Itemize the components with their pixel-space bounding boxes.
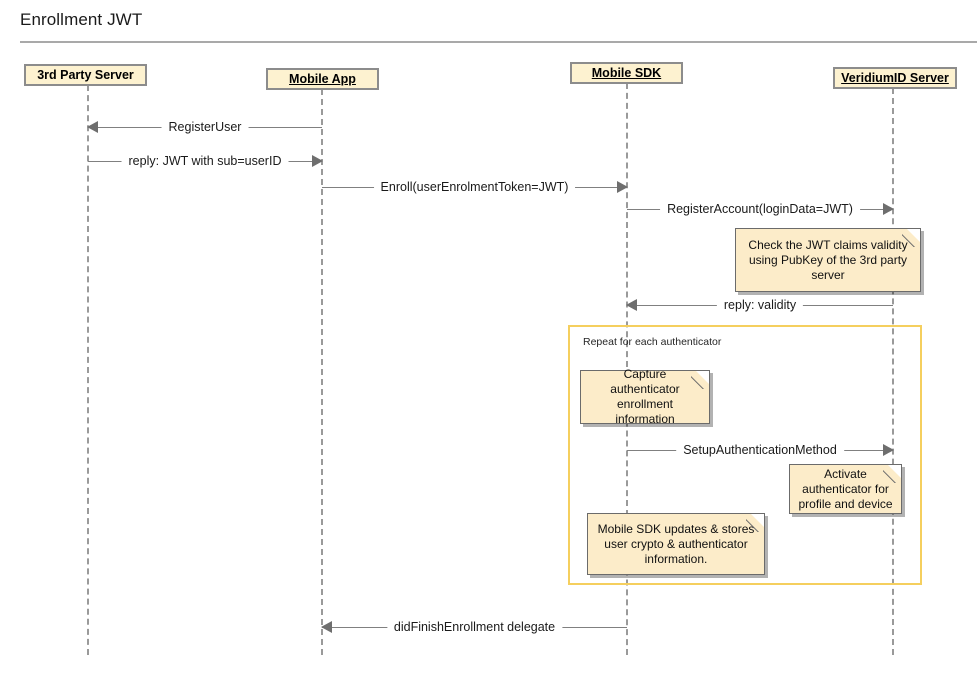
lifeline-third-party-server	[87, 85, 89, 655]
message-label: reply: JWT with sub=userID	[121, 152, 289, 171]
message-reply-validity[interactable]: reply: validity	[626, 296, 893, 316]
message-register-user[interactable]: RegisterUser	[87, 118, 322, 138]
message-label: didFinishEnrollment delegate	[386, 618, 563, 637]
note-text: Activate authenticator for profile and d…	[798, 466, 893, 511]
lifeline-mobile-app	[321, 89, 323, 655]
arrowhead-left-icon	[87, 121, 98, 133]
note-fold-icon	[888, 465, 901, 478]
note-capture-authenticator: Capture authenticator enrollment informa…	[580, 367, 710, 426]
note-activate-authenticator: Activate authenticator for profile and d…	[789, 464, 902, 514]
arrowhead-right-icon	[883, 444, 894, 456]
note-text: Mobile SDK updates & stores user crypto …	[597, 521, 755, 566]
note-check-jwt: Check the JWT claims validity using PubK…	[735, 228, 921, 292]
note-mobile-sdk-updates: Mobile SDK updates & stores user crypto …	[587, 513, 765, 575]
page-title: Enrollment JWT	[20, 10, 143, 29]
message-label: Enroll(userEnrolmentToken=JWT)	[373, 178, 576, 197]
message-register-account[interactable]: RegisterAccount(loginData=JWT)	[627, 200, 894, 220]
title-divider	[20, 41, 977, 43]
message-label: RegisterAccount(loginData=JWT)	[660, 200, 860, 219]
arrowhead-right-icon	[883, 203, 894, 215]
participant-third-party-server[interactable]: 3rd Party Server	[24, 64, 147, 86]
lifeline-veridiumid-server	[892, 88, 894, 655]
arrowhead-left-icon	[626, 299, 637, 311]
fragment-repeat	[568, 325, 922, 585]
message-label: SetupAuthenticationMethod	[676, 441, 844, 460]
participant-mobile-app[interactable]: Mobile App	[266, 68, 379, 90]
note-text: Check the JWT claims validity using PubK…	[748, 237, 908, 282]
note-fold-icon	[751, 514, 764, 527]
participant-mobile-sdk[interactable]: Mobile SDK	[570, 62, 683, 84]
participant-veridiumid-server[interactable]: VeridiumID Server	[833, 67, 957, 89]
lifeline-mobile-sdk	[626, 83, 628, 655]
fragment-repeat-label: Repeat for each authenticator	[583, 336, 722, 348]
note-text: Capture authenticator enrollment informa…	[610, 367, 680, 426]
message-label: RegisterUser	[161, 118, 249, 137]
note-fold-icon	[907, 229, 920, 242]
note-fold-icon	[696, 371, 709, 384]
message-enroll[interactable]: Enroll(userEnrolmentToken=JWT)	[322, 178, 628, 198]
message-label: reply: validity	[716, 296, 804, 315]
arrowhead-right-icon	[312, 155, 323, 167]
message-reply-jwt[interactable]: reply: JWT with sub=userID	[88, 152, 323, 172]
arrowhead-right-icon	[617, 181, 628, 193]
message-did-finish-enrollment[interactable]: didFinishEnrollment delegate	[321, 618, 627, 638]
arrowhead-left-icon	[321, 621, 332, 633]
message-setup-authentication-method[interactable]: SetupAuthenticationMethod	[627, 441, 894, 461]
